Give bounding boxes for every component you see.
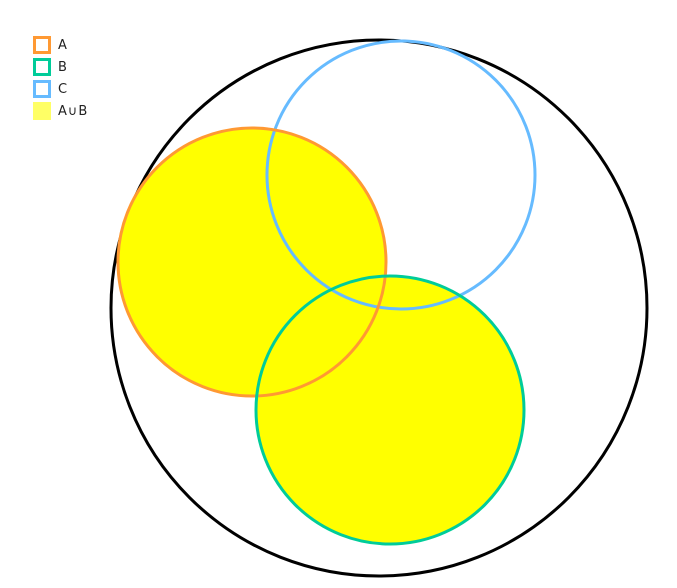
legend-item-a-union-b: A∪B [33, 100, 88, 122]
legend-swatch-a-union-b [33, 102, 51, 120]
legend-item-c: C [33, 78, 88, 100]
legend-item-b: B [33, 56, 88, 78]
universal-set-circle [109, 38, 649, 578]
legend-label-a-union-b: A∪B [58, 103, 89, 119]
legend-item-a: A [33, 34, 88, 56]
legend-swatch-a [33, 36, 51, 54]
legend: A B C A∪B [33, 34, 88, 122]
set-b-circle [254, 274, 526, 546]
legend-label-c: C [58, 81, 69, 97]
legend-label-b: B [58, 59, 68, 75]
set-a-circle [116, 126, 388, 398]
legend-swatch-c [33, 80, 51, 98]
set-b-fill [256, 276, 524, 544]
legend-label-a: A [58, 37, 68, 53]
legend-swatch-b [33, 58, 51, 76]
set-c-circle [265, 39, 537, 311]
